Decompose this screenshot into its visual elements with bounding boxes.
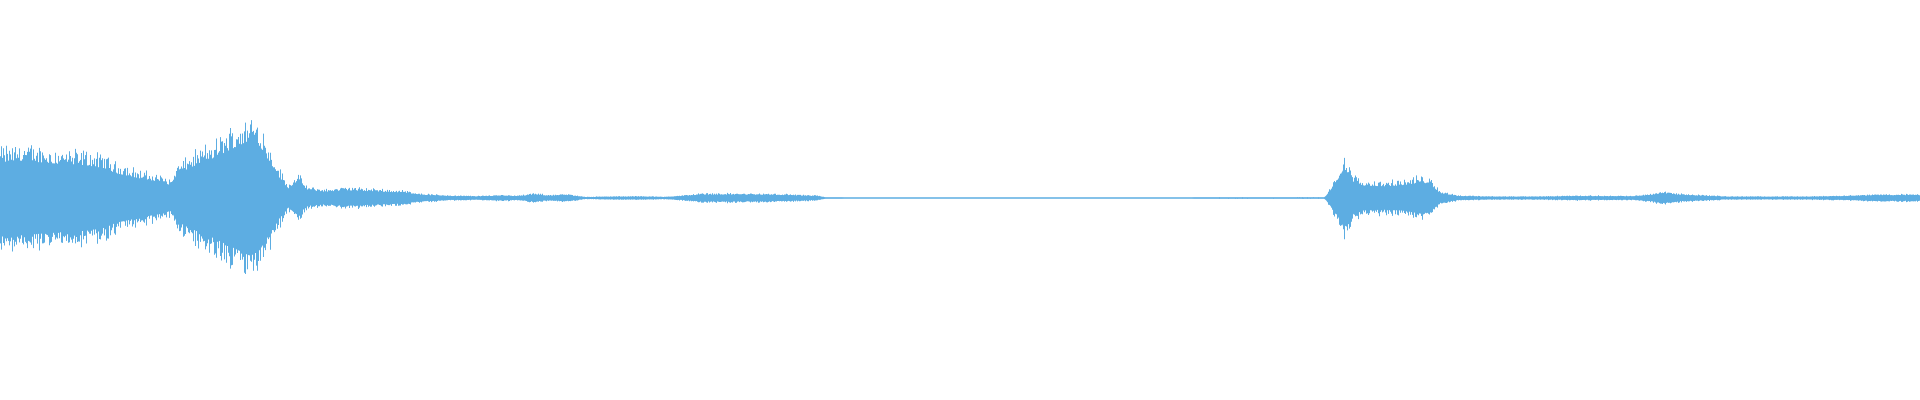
- waveform-envelope: [0, 140, 1920, 256]
